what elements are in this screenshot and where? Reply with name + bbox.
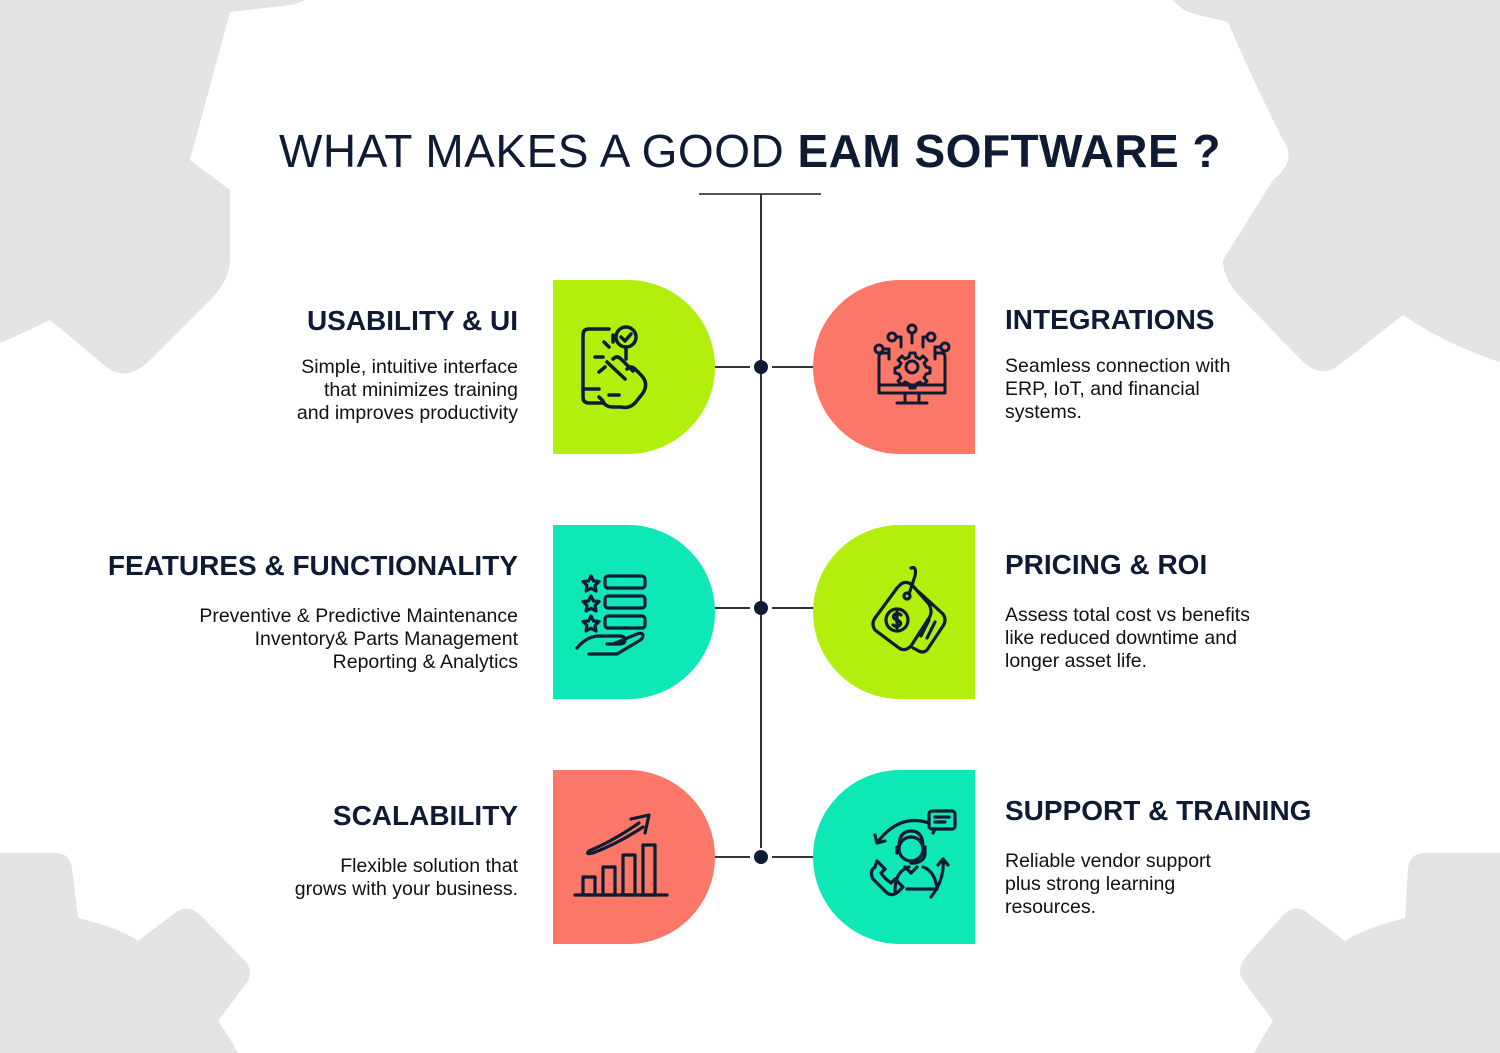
- connector-line: [772, 366, 814, 368]
- gear-background-top-right: [1173, 0, 1500, 371]
- features-heading: FEATURES & FUNCTIONALITY: [107, 550, 518, 581]
- connector-line: [772, 607, 814, 609]
- monitor-gear-network-icon: [873, 323, 951, 405]
- timeline-node: [754, 601, 768, 615]
- page-title: WHAT MAKES A GOOD EAM SOFTWARE ?: [0, 124, 1500, 178]
- pricing-heading: PRICING & ROI: [1005, 549, 1208, 580]
- scalability-heading: SCALABILITY: [332, 800, 518, 831]
- support-card: [813, 770, 975, 944]
- features-description: Preventive & Predictive Maintenance Inve…: [199, 605, 518, 673]
- usability-card: [553, 280, 715, 454]
- growth-chart-arrow-icon: [573, 813, 669, 897]
- usability-heading: USABILITY & UI: [306, 305, 518, 336]
- gear-background-bottom-right: [1240, 853, 1500, 1053]
- connector-line: [710, 366, 750, 368]
- timeline-node: [754, 850, 768, 864]
- integrations-heading: INTEGRATIONS: [1005, 304, 1215, 335]
- customer-support-agent-icon: [869, 809, 957, 899]
- connector-line: [710, 607, 750, 609]
- price-tag-dollar-icon: [871, 566, 947, 654]
- integrations-description: Seamless connection with ERP, IoT, and f…: [1005, 355, 1231, 423]
- timeline-node: [754, 360, 768, 374]
- timeline-spine: [760, 194, 762, 848]
- hand-star-list-icon: [575, 574, 647, 656]
- support-heading: SUPPORT & TRAINING: [1005, 795, 1312, 826]
- gear-background-bottom-left: [0, 853, 250, 1053]
- gear-background-top-left: [0, 0, 305, 374]
- touchscreen-tap-icon: [581, 325, 648, 410]
- features-card: [553, 525, 715, 699]
- connector-line: [772, 856, 814, 858]
- title-light: WHAT MAKES A GOOD: [278, 125, 798, 177]
- scalability-card: [553, 770, 715, 944]
- pricing-card: [813, 525, 975, 699]
- usability-description: Simple, intuitive interface that minimiz…: [296, 356, 518, 424]
- integrations-card: [813, 280, 975, 454]
- scalability-description: Flexible solution that grows with your b…: [294, 855, 518, 900]
- title-bold: EAM SOFTWARE ?: [797, 125, 1222, 177]
- support-description: Reliable vendor support plus strong lear…: [1005, 850, 1211, 918]
- connector-line: [710, 856, 750, 858]
- pricing-description: Assess total cost vs benefits like reduc…: [1005, 604, 1250, 672]
